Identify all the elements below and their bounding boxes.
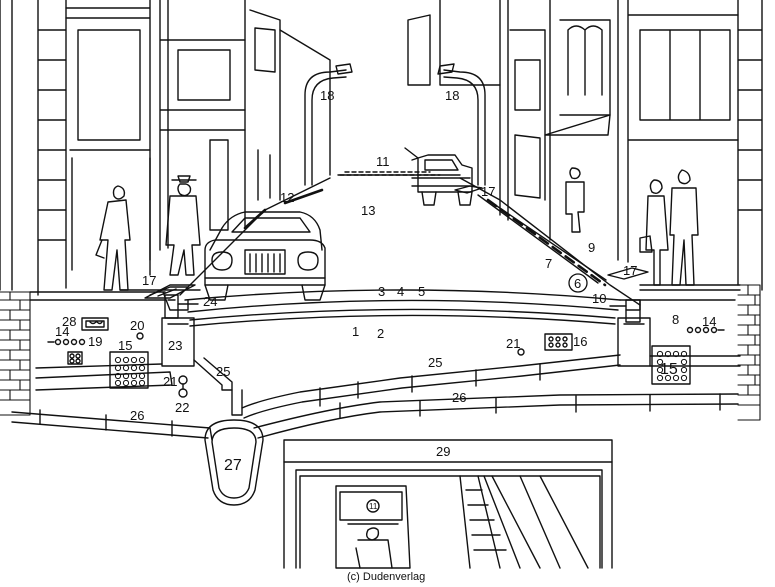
ground-section xyxy=(29,289,741,327)
label-21-right: 21 xyxy=(506,336,520,351)
label-13: 13 xyxy=(361,203,375,218)
label-10: 10 xyxy=(592,291,606,306)
label-6-circled: 6 xyxy=(568,273,588,293)
brick-walls xyxy=(0,284,761,421)
number-labels: 1 2 3 4 5 6 7 8 9 10 11 12 13 14 14 15 1… xyxy=(55,88,716,583)
street-lamps xyxy=(304,63,486,186)
duct-block-left xyxy=(109,351,149,389)
left-cables xyxy=(47,317,144,365)
label-5: 5 xyxy=(418,284,425,299)
label-21-left: 21 xyxy=(163,374,177,389)
label-20: 20 xyxy=(130,318,144,333)
label-2: 2 xyxy=(377,326,384,341)
subway-sign-number: 11 xyxy=(369,502,378,511)
label-18-left: 18 xyxy=(320,88,334,103)
label-11: 11 xyxy=(376,154,390,169)
gully-left xyxy=(161,317,195,367)
subway-section xyxy=(283,439,613,569)
gully-right xyxy=(617,317,651,367)
label-17-right: 17 xyxy=(623,263,637,278)
label-24: 24 xyxy=(203,294,217,309)
label-7: 7 xyxy=(545,256,552,271)
label-12: 12 xyxy=(280,190,294,205)
left-car xyxy=(204,211,326,301)
pedestrian-right-2 xyxy=(645,179,669,286)
pedestrians xyxy=(95,167,699,291)
credit-text: (c) Dudenverlag xyxy=(347,571,425,583)
right-buildings xyxy=(407,0,763,291)
label-16: 16 xyxy=(573,334,587,349)
label-23: 23 xyxy=(168,338,182,353)
label-6: 6 xyxy=(574,276,581,291)
label-17-center: 17 xyxy=(481,184,495,199)
label-18-right: 18 xyxy=(445,88,459,103)
label-25-left: 25 xyxy=(216,364,230,379)
label-8: 8 xyxy=(672,312,679,327)
right-cables xyxy=(517,326,725,356)
pipe-26 xyxy=(11,393,739,441)
curbs xyxy=(164,294,641,323)
right-truck xyxy=(404,147,473,206)
label-19: 19 xyxy=(88,334,102,349)
label-15-left: 15 xyxy=(118,338,132,353)
label-17-left: 17 xyxy=(142,273,156,288)
pipe-25 xyxy=(35,354,741,419)
label-22: 22 xyxy=(175,400,189,415)
label-25-right: 25 xyxy=(428,355,442,370)
label-3: 3 xyxy=(378,284,385,299)
pedestrian-left-2 xyxy=(165,175,201,276)
left-buildings xyxy=(0,0,331,296)
label-29: 29 xyxy=(436,444,450,459)
label-9: 9 xyxy=(588,240,595,255)
label-26-right: 26 xyxy=(452,390,466,405)
label-14-left: 14 xyxy=(55,324,69,339)
label-27: 27 xyxy=(224,457,242,474)
junctions xyxy=(178,375,188,398)
label-28: 28 xyxy=(62,314,76,329)
label-4: 4 xyxy=(397,284,404,299)
pedestrian-left-1 xyxy=(95,185,131,291)
sewer xyxy=(204,419,264,506)
label-1: 1 xyxy=(352,324,359,339)
pedestrian-right-1 xyxy=(565,167,585,233)
storm-grates xyxy=(144,185,649,299)
label-14-right: 14 xyxy=(702,314,716,329)
label-15-right: 15 xyxy=(660,361,678,378)
label-26-left: 26 xyxy=(130,408,144,423)
pedestrian-right-3 xyxy=(639,169,699,286)
